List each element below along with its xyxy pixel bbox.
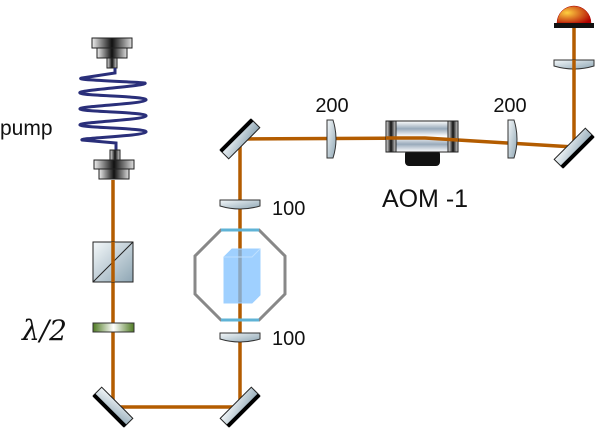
crystal-icon xyxy=(223,248,261,304)
laser-beam xyxy=(111,28,576,409)
lens-200-left-label: 200 xyxy=(315,95,348,117)
vacuum-cell-icon xyxy=(193,228,287,322)
pump-label: pump xyxy=(0,117,53,140)
lens-top-label: 100 xyxy=(272,198,305,220)
lens-icon xyxy=(219,332,261,343)
lens-icon xyxy=(507,119,518,159)
aom-label: AOM -1 xyxy=(382,185,468,213)
mirror-icon xyxy=(553,127,595,169)
half-wave-plate-icon xyxy=(92,322,135,333)
lens-icon xyxy=(219,199,261,210)
aom-icon xyxy=(385,120,459,166)
fiber-icon xyxy=(78,37,148,180)
lens-icon xyxy=(326,119,337,159)
half-wave-label: λ/2 xyxy=(21,314,67,347)
lens-bottom-label: 100 xyxy=(272,328,305,350)
mirror-icon xyxy=(219,118,261,160)
mirror-icon xyxy=(92,386,134,428)
photodetector-icon xyxy=(554,5,594,28)
mirror-icon xyxy=(219,386,261,428)
lens-200-right-label: 200 xyxy=(493,95,526,117)
